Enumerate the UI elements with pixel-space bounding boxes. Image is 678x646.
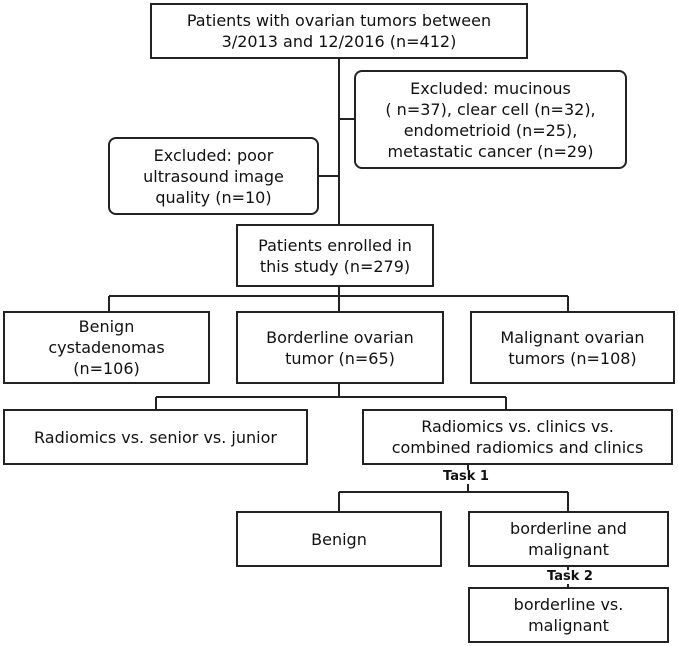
patients-total-box: Patients with ovarian tumors between 3/20…	[150, 3, 528, 59]
box-text: Excluded: mucinous( n=37), clear cell (n…	[385, 78, 595, 162]
task1-label: Task 1	[440, 470, 492, 484]
borderline-vs-malignant-box: borderline vs. malignant	[468, 587, 669, 643]
box-text-line: Excluded: poor	[153, 145, 274, 165]
box-text-line: Borderline ovarian	[266, 327, 414, 347]
task2-label: Task 2	[544, 570, 596, 584]
benign-cystadenomas-box: Benign cystadenomas (n=106)	[3, 311, 210, 384]
box-text-line: this study (n=279)	[259, 256, 411, 276]
box-text-line: Radiomics vs. clinics vs.	[421, 417, 614, 436]
box-text-line: malignant	[528, 616, 609, 635]
excluded-histology-box: Excluded: mucinous( n=37), clear cell (n…	[354, 70, 627, 169]
box-text: Radiomics vs. senior vs. junior	[34, 427, 277, 448]
box-text-line: malignant	[528, 540, 609, 559]
box-text-line: metastatic cancer (n=29)	[387, 141, 594, 161]
box-text-line: tumors (n=108)	[508, 348, 637, 368]
box-text: Radiomics vs. clinics vs. combined radiom…	[392, 416, 644, 458]
box-text-line: (n=106)	[73, 359, 140, 378]
box-text: Benign cystadenomas (n=106)	[48, 316, 164, 379]
box-text-line: Excluded: mucinous	[410, 78, 571, 98]
box-text-line: ultrasound image	[143, 166, 284, 186]
box-text-line: Patients enrolled in	[258, 235, 412, 255]
box-text-line: 3/2013 and 12/2016 (n=412)	[221, 32, 457, 51]
box-text-line: Radiomics vs. senior vs. junior	[34, 427, 277, 447]
benign-box: Benign	[236, 511, 442, 567]
radiomics-vs-readers-box: Radiomics vs. senior vs. junior	[3, 409, 308, 465]
box-text-line: borderline and	[510, 519, 627, 538]
box-text-line: ( n=37), clear cell (n=32),	[385, 99, 596, 119]
borderline-and-malignant-box: borderline and malignant	[468, 511, 669, 567]
box-text-line: Malignant ovarian	[500, 327, 645, 347]
radiomics-vs-clinics-box: Radiomics vs. clinics vs. combined radiom…	[362, 409, 673, 465]
box-text: Patients with ovarian tumors between 3/20…	[187, 10, 491, 52]
box-text-line: Benign	[311, 529, 367, 549]
box-text-line: cystadenomas	[48, 338, 165, 357]
box-text-line: borderline vs.	[513, 595, 624, 614]
box-text-line: Benign	[78, 317, 135, 336]
box-text: borderline vs. malignant	[514, 594, 624, 636]
box-text-line: endometrioid (n=25),	[403, 120, 578, 140]
box-text-line: quality (n=10)	[155, 187, 272, 207]
box-text-line: combined radiomics and clinics	[391, 438, 644, 457]
box-text-line: tumor (n=65)	[285, 348, 395, 368]
box-text-line: Patients with ovarian tumors between	[186, 11, 492, 30]
box-text: borderline and malignant	[510, 518, 627, 560]
box-text: Benign	[311, 529, 367, 550]
